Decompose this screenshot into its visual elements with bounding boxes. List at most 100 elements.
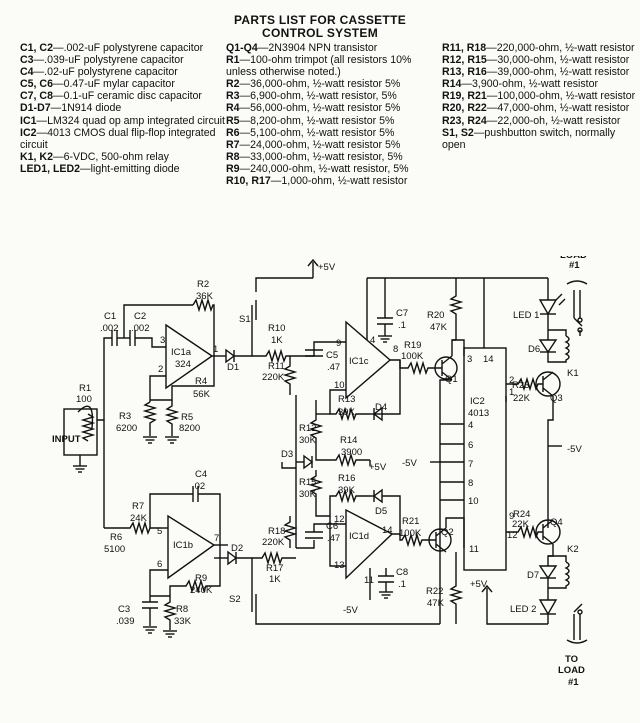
parts-entry-id: IC1 (20, 114, 37, 127)
pin-label: 5 (157, 526, 162, 537)
r23-label: R23 (512, 380, 529, 391)
parts-entry: C1, C2—.002-uF polystyrene capacitor (20, 42, 225, 54)
r9-label: R9 (195, 573, 207, 584)
parts-entry-text: —30,000-ohm, ½-watt resistor (486, 54, 630, 67)
parts-entry-id: C7, C8 (20, 90, 53, 103)
parts-entry: R20, R22—47,000-ohm, ½-watt resistor (442, 102, 638, 114)
r11-value: 220K (262, 372, 285, 383)
s1-label: S1 (239, 314, 251, 325)
c1-value: .002 (100, 323, 119, 334)
r1-label: R1 (79, 383, 91, 394)
parts-entry: S1, S2—pushbutton switch, normally open (442, 127, 638, 151)
r18-value: 220K (262, 537, 285, 548)
c1-label: C1 (104, 311, 116, 322)
parts-entry-id: IC2 (20, 126, 37, 139)
parts-entry: R19, R21—100,000-ohm, ½-watt resistor (442, 90, 638, 102)
parts-entry-text: —6-VDC, 500-ohm relay (52, 150, 169, 163)
parts-entry: R6—5,100-ohm, ½-watt resistor 5% (226, 127, 442, 139)
d5-label: D5 (375, 506, 387, 517)
pin-label: 14 (382, 525, 393, 536)
q2-label: Q2 (441, 527, 454, 538)
r10-label: R10 (268, 323, 285, 334)
parts-entry-text: —5,100-ohm, ½-watt resistor 5% (239, 126, 395, 139)
parts-entry: R23, R24—22,000-oh, ½-watt resistor (442, 115, 638, 127)
r9-value: 240K (190, 585, 213, 596)
parts-entry-text: —8,200-ohm, ½-watt resistor 5% (239, 114, 395, 127)
parts-entry-text: —36,000-ohm, ½-watt resistor 5% (239, 78, 401, 91)
r14-label: R14 (340, 435, 357, 446)
ic1b-label: IC1b (173, 540, 193, 551)
pin-label: 9 (509, 511, 514, 522)
plus5v-mid: +5V (369, 462, 387, 473)
c2-label: C2 (134, 311, 146, 322)
r4-label: R4 (195, 376, 207, 387)
parts-entry: C4—.02-uF polystyrene capacitor (20, 66, 225, 78)
r6-value: 5100 (104, 544, 125, 555)
parts-entry-text: —0.47-uF mylar capacitor (52, 78, 175, 91)
pin-label: 2 (158, 364, 163, 375)
parts-entry: R5—8,200-ohm, ½-watt resistor 5% (226, 115, 442, 127)
r20-value: 47K (430, 322, 448, 333)
parts-entry-text: —39,000-ohm, ½-watt resistor (486, 66, 630, 79)
c7-value: .1 (398, 320, 406, 331)
to-load-bottom-num: #1 (568, 677, 579, 688)
c6-label: C6 (326, 521, 338, 532)
parts-entry-id: LED1, LED2 (20, 162, 81, 175)
parts-entry-text: —.002-uF polystyrene capacitor (52, 42, 204, 54)
minus5v-right: -5V (567, 444, 582, 455)
r17-value: 1K (269, 574, 281, 585)
pin-label: 6 (157, 559, 162, 570)
ic1c-label: IC1c (349, 356, 369, 367)
parts-entry-text: —24,000-ohm, ½-watt resistor 5% (239, 138, 401, 151)
parts-entry-id: C5, C6 (20, 78, 53, 91)
parts-entry-text: —56,000-ohm, ½-watt resistor 5% (239, 102, 401, 115)
r5-value: 8200 (179, 423, 200, 434)
parts-entry-text: —100,000-ohm, ½-watt resistor (486, 90, 636, 103)
r1-value: 100 (76, 394, 92, 405)
r13-label: R13 (338, 394, 355, 405)
parts-entry: C3—.039-uF polystyrene capacitor (20, 54, 225, 66)
input-block: INPUT R1 100 (52, 383, 98, 473)
parts-entry-id: R2 (226, 78, 240, 91)
led2-label: LED 2 (510, 604, 536, 615)
r12-value: 30K (299, 435, 317, 446)
parts-entry-text: —pushbutton switch, normally open (442, 126, 616, 151)
parts-entry: R11, R18—220,000-ohm, ½-watt resistor (442, 42, 638, 54)
ic1d-label: IC1d (349, 531, 369, 542)
d3-label: D3 (281, 449, 293, 460)
r7-value: 24K (130, 513, 148, 524)
s2-label: S2 (229, 594, 241, 605)
parts-entry-id: R3 (226, 90, 240, 103)
parts-entry-id: R12, R15 (442, 54, 487, 67)
d4-label: D4 (375, 402, 387, 413)
parts-entry-text: —47,000-ohm, ½-watt resistor (486, 102, 630, 115)
r4-value: 56K (193, 389, 211, 400)
c8-label: C8 (396, 567, 408, 578)
parts-entry-text: —3,900-ohm, ½-watt resistor (461, 78, 599, 91)
r22-value: 47K (427, 598, 445, 609)
ic1a-label: IC1a (171, 347, 192, 358)
pin-label: 10 (334, 380, 345, 391)
c3-label: C3 (118, 604, 130, 615)
parts-entry-id: R20, R22 (442, 102, 487, 115)
parts-entry-id: D1-D7 (20, 102, 51, 115)
r13-value: 39K (338, 407, 356, 418)
r3-value: 6200 (116, 423, 137, 434)
r10-value: 1K (271, 335, 283, 346)
parts-entry-id: R9 (226, 162, 240, 175)
r5-label: R5 (181, 412, 193, 423)
d2-label: D2 (231, 543, 243, 554)
r21-label: R21 (402, 516, 419, 527)
minus5v-bottom: -5V (343, 605, 358, 616)
parts-entry: C7, C8—0.1-uF ceramic disc capacitor (20, 90, 225, 102)
minus5v-mid: -5V (402, 458, 417, 469)
parts-entry-text: —2N3904 NPN transistor (257, 42, 378, 54)
pin-label: 6 (468, 440, 473, 451)
parts-entry-text: —light-emitting diode (80, 162, 180, 175)
output-stage: LED 1 D6 K1 Q3 -5V Q4 D7 K2 LED 2 (510, 256, 588, 688)
pin-label: 9 (336, 338, 341, 349)
r15-label: R15 (299, 477, 316, 488)
r16-value: 39K (338, 485, 356, 496)
